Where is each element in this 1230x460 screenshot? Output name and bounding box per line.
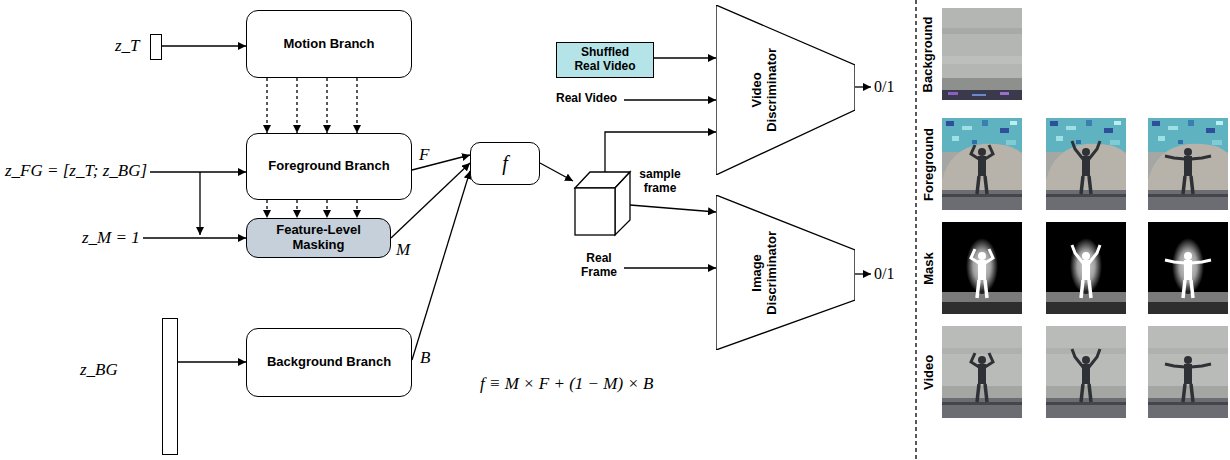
- discriminator: Image Discriminator: [716, 195, 855, 350]
- figure: [1072, 141, 1100, 194]
- compose-box: f: [470, 142, 540, 185]
- latent-input: z_BG: [80, 318, 178, 456]
- figure: [971, 249, 993, 298]
- connector: [178, 361, 246, 362]
- connector: [326, 200, 327, 218]
- figure: [1165, 252, 1211, 298]
- compose-arrow: [540, 163, 573, 181]
- real-video-arrow: [624, 99, 716, 100]
- figure: [1072, 349, 1100, 402]
- box-label: Background Branch: [267, 355, 391, 370]
- cube-side: [615, 172, 630, 235]
- input-arrow: [150, 171, 246, 172]
- figure: [971, 353, 993, 402]
- vector-bar: [162, 318, 178, 455]
- connector: [266, 78, 267, 133]
- trapezoid-outline: [716, 195, 855, 350]
- box-label: Motion Branch: [284, 37, 375, 52]
- connector: [356, 200, 357, 218]
- trapezoid-shape: [716, 195, 855, 350]
- connector: [412, 171, 470, 360]
- connector: [356, 78, 357, 133]
- output-arrow: [855, 86, 871, 87]
- output-arrow: [855, 273, 871, 274]
- row-label: Mask: [921, 252, 936, 285]
- figure: [1165, 148, 1211, 194]
- foreground-image: [1148, 118, 1228, 210]
- arrow-label: sample frame: [634, 168, 686, 196]
- masking-box: Feature-Level Masking: [246, 218, 391, 258]
- mask-image: [1148, 222, 1228, 314]
- output-label: 0/1: [874, 78, 894, 96]
- connector: [654, 57, 716, 58]
- discriminator-label: Image Discriminator: [750, 223, 780, 323]
- input-label: z_M = 1: [82, 228, 140, 248]
- trapezoid-outline: [716, 5, 855, 175]
- formula: f ≡ M × F + (1 − M) × B: [480, 374, 654, 394]
- connector: [162, 45, 246, 46]
- discriminator-label: Video Discriminator: [750, 40, 780, 140]
- process-box: Background Branch: [246, 328, 412, 397]
- video-cube: [575, 172, 630, 235]
- latent-input: z_T: [115, 33, 162, 61]
- edge-label: F: [419, 145, 429, 165]
- trapezoid-shape: [716, 5, 855, 175]
- foreground-image: [942, 118, 1022, 210]
- input-label: z_FG = [z_T; z_BG]: [5, 161, 147, 181]
- split-arrow: [199, 172, 200, 235]
- real-frame-arrow: [624, 267, 716, 268]
- discriminator: Video Discriminator: [716, 5, 855, 175]
- edge-label: M: [396, 240, 410, 260]
- output-label: 0/1: [874, 265, 894, 283]
- latent-label: z_T: [115, 36, 140, 56]
- process-box: Foreground Branch: [246, 133, 412, 200]
- figure: [1165, 356, 1211, 402]
- video-arrow: [605, 132, 716, 172]
- mask-image: [1046, 222, 1126, 314]
- mask-image: [942, 222, 1022, 314]
- row-label: Video: [922, 354, 937, 389]
- input-box: Shuffled Real Video: [556, 42, 654, 78]
- input-label: Real Video: [556, 92, 617, 106]
- video-image: [942, 326, 1022, 418]
- separator-line: [915, 0, 916, 460]
- cube-front: [575, 188, 615, 235]
- figure: [1072, 245, 1100, 298]
- foreground-image: [1046, 118, 1126, 210]
- row-label: Background: [921, 16, 936, 92]
- input-arrow: [143, 237, 246, 238]
- figure: [971, 145, 993, 194]
- video-image: [1046, 326, 1126, 418]
- video-image: [1148, 326, 1228, 418]
- box-label: Foreground Branch: [268, 159, 389, 174]
- vector-bar: [150, 34, 162, 60]
- connector: [296, 200, 297, 218]
- box-label: f: [502, 152, 508, 175]
- connector: [326, 78, 327, 133]
- process-box: Motion Branch: [246, 10, 412, 78]
- row-label: Foreground: [922, 128, 937, 201]
- box-label: Feature-Level Masking: [267, 223, 370, 253]
- latent-label: z_BG: [80, 360, 118, 380]
- edge-label: B: [420, 348, 430, 368]
- connector: [296, 78, 297, 133]
- sample-frame-arrow: [630, 205, 716, 212]
- box-label: Shuffled Real Video: [569, 46, 641, 74]
- background-image: [942, 8, 1022, 100]
- connector: [266, 200, 267, 218]
- input-label: Real Frame: [577, 252, 621, 280]
